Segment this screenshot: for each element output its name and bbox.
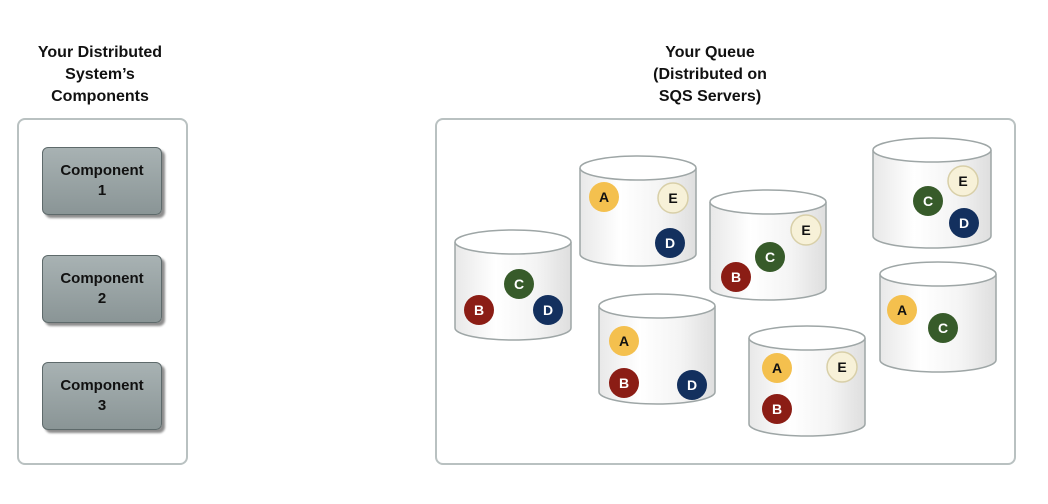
message-c-badge: C [504, 269, 534, 299]
queue-title: Your Queue (Distributed on SQS Servers) [653, 44, 767, 105]
svg-text:D: D [543, 302, 553, 318]
component-3-box: Component 3 [42, 362, 162, 430]
message-b-badge: B [762, 394, 792, 424]
svg-text:D: D [959, 215, 969, 231]
svg-text:C: C [514, 276, 524, 292]
message-c-badge: C [928, 313, 958, 343]
message-d-badge: D [949, 208, 979, 238]
message-e-badge: E [657, 182, 689, 214]
message-e-badge: E [790, 214, 822, 246]
message-b-badge: B [464, 295, 494, 325]
svg-text:A: A [619, 333, 629, 349]
svg-text:B: B [474, 302, 484, 318]
svg-text:A: A [772, 360, 782, 376]
message-e-badge: E [826, 351, 858, 383]
message-e-badge: E [947, 165, 979, 197]
message-c-badge: C [755, 242, 785, 272]
svg-text:C: C [938, 320, 948, 336]
svg-text:C: C [765, 249, 775, 265]
message-d-badge: D [533, 295, 563, 325]
sqs-server-1: A E D [579, 155, 697, 267]
message-b-badge: B [721, 262, 751, 292]
message-c-badge: C [913, 186, 943, 216]
svg-text:D: D [665, 235, 675, 251]
svg-text:B: B [731, 269, 741, 285]
svg-text:E: E [668, 190, 677, 206]
svg-text:A: A [897, 302, 907, 318]
message-d-badge: D [677, 370, 707, 400]
message-d-badge: D [655, 228, 685, 258]
message-b-badge: B [609, 368, 639, 398]
svg-text:E: E [801, 222, 810, 238]
message-a-badge: A [762, 353, 792, 383]
component-1-box: Component 1 [42, 147, 162, 215]
sqs-server-3: E C D [872, 137, 992, 249]
svg-text:E: E [837, 359, 846, 375]
svg-text:C: C [923, 193, 933, 209]
svg-text:B: B [619, 375, 629, 391]
svg-text:A: A [599, 189, 609, 205]
svg-text:B: B [772, 401, 782, 417]
message-a-badge: A [609, 326, 639, 356]
sqs-server-4: C B D [454, 229, 572, 341]
sqs-server-7: AC [879, 261, 997, 373]
svg-text:E: E [958, 173, 967, 189]
sqs-server-6: A E B [748, 325, 866, 437]
message-a-badge: A [589, 182, 619, 212]
message-a-badge: A [887, 295, 917, 325]
sqs-server-2: E C B [709, 189, 827, 301]
sqs-server-5: A B D [598, 293, 716, 405]
svg-text:D: D [687, 377, 697, 393]
component-2-box: Component 2 [42, 255, 162, 323]
components-title: Your Distributed System’s Components [37, 44, 163, 105]
